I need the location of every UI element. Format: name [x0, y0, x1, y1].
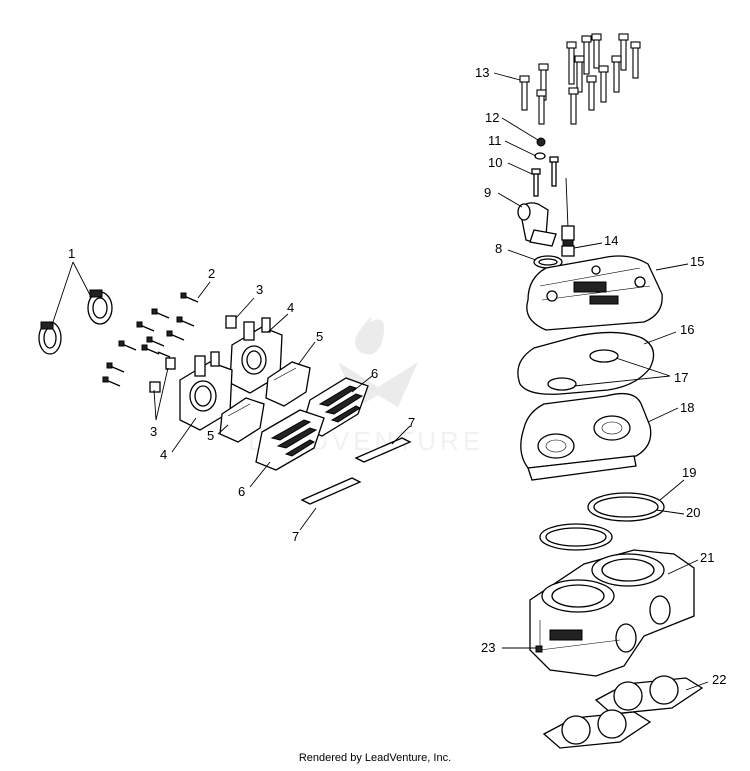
callout-6b: 6 — [238, 484, 245, 499]
fittings-3 — [149, 315, 237, 393]
callout-7b: 7 — [292, 529, 299, 544]
callout-18: 18 — [680, 400, 694, 415]
callout-5b: 5 — [207, 428, 214, 443]
callout-14: 14 — [604, 233, 618, 248]
callout-2: 2 — [208, 266, 215, 281]
callout-6a: 6 — [371, 366, 378, 381]
callout-12: 12 — [485, 110, 499, 125]
callout-10: 10 — [488, 155, 502, 170]
callout-19: 19 — [682, 465, 696, 480]
callout-11: 11 — [488, 133, 502, 148]
head-cover-gasket — [517, 331, 655, 395]
callout-3a: 3 — [256, 282, 263, 297]
callout-13: 13 — [475, 65, 489, 80]
cylinder-head-cover — [526, 255, 663, 331]
callout-20: 20 — [686, 505, 700, 520]
callout-23: 23 — [481, 640, 495, 655]
spacer-lower — [219, 397, 265, 443]
callout-8a: 8 — [495, 241, 502, 256]
head-bolts — [519, 33, 641, 125]
callout-22: 22 — [712, 672, 726, 687]
callout-5a: 5 — [316, 329, 323, 344]
hose-clamps — [38, 289, 113, 355]
footer-credit: Rendered by LeadVenture, Inc. — [298, 752, 452, 764]
callout-21: 21 — [700, 550, 714, 565]
callout-16: 16 — [680, 322, 694, 337]
callout-9: 9 — [484, 185, 491, 200]
gasket-7-lower — [300, 477, 362, 505]
spacer-upper — [265, 361, 311, 407]
head-gasket-front — [539, 523, 613, 551]
small-fasteners — [531, 137, 559, 197]
base-gaskets — [542, 675, 704, 749]
callout-7a: 7 — [408, 415, 415, 430]
reed-housing-upper — [229, 317, 283, 394]
bolts-2 — [102, 292, 199, 387]
callout-15: 15 — [690, 254, 704, 269]
water-outlet-elbow — [517, 202, 557, 247]
reed-cage-lower — [255, 409, 325, 471]
gasket-7-upper — [354, 437, 412, 463]
callout-4b: 4 — [160, 447, 167, 462]
callout-17: 17 — [674, 370, 688, 385]
temp-sensor — [561, 177, 575, 257]
plug-23 — [535, 645, 543, 653]
callout-3b: 3 — [150, 424, 157, 439]
callout-1: 1 — [68, 246, 75, 261]
head-gasket-rear — [587, 492, 665, 522]
cylinder-block — [529, 549, 695, 677]
cylinder-head — [520, 392, 652, 481]
callout-4a: 4 — [287, 300, 294, 315]
